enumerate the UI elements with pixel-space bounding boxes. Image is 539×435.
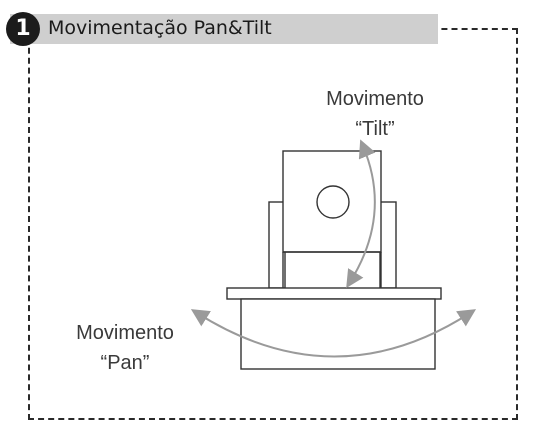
step-number-badge: 1 (6, 12, 40, 46)
top-plate (226, 287, 442, 300)
pan-caption: Movimento “Pan” (50, 318, 200, 378)
tilt-arrow (346, 139, 376, 289)
base-box (240, 298, 436, 370)
tilt-caption-line1: Movimento (326, 88, 424, 110)
pan-arrow (190, 309, 477, 358)
pan-caption-line1: Movimento (76, 322, 174, 344)
title-bar (10, 14, 438, 44)
tilt-caption-line2: “Tilt” (355, 118, 395, 140)
pan-caption-line2: “Pan” (100, 352, 150, 374)
camera-head (282, 150, 382, 288)
diagram-title: Movimentação Pan&Tilt (48, 17, 272, 39)
tilt-caption: Movimento “Tilt” (300, 84, 450, 144)
lens-circle (316, 185, 350, 219)
